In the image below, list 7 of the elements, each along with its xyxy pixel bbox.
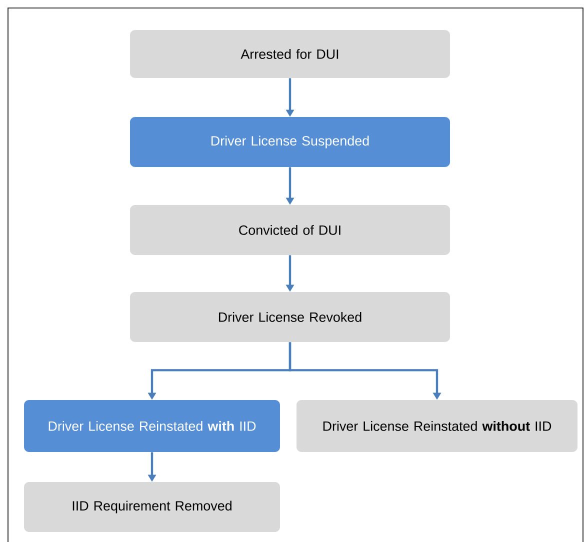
process-box: Convicted of DUI <box>130 205 450 255</box>
process-box: Driver License Revoked <box>130 292 450 342</box>
process-box: Driver License Suspended <box>130 117 450 167</box>
process-box: Driver License Reinstated with IID <box>24 400 280 452</box>
process-box: Arrested for DUI <box>130 30 450 78</box>
process-box: IID Requirement Removed <box>24 482 280 532</box>
process-box: Driver License Reinstated without IID <box>296 400 578 452</box>
